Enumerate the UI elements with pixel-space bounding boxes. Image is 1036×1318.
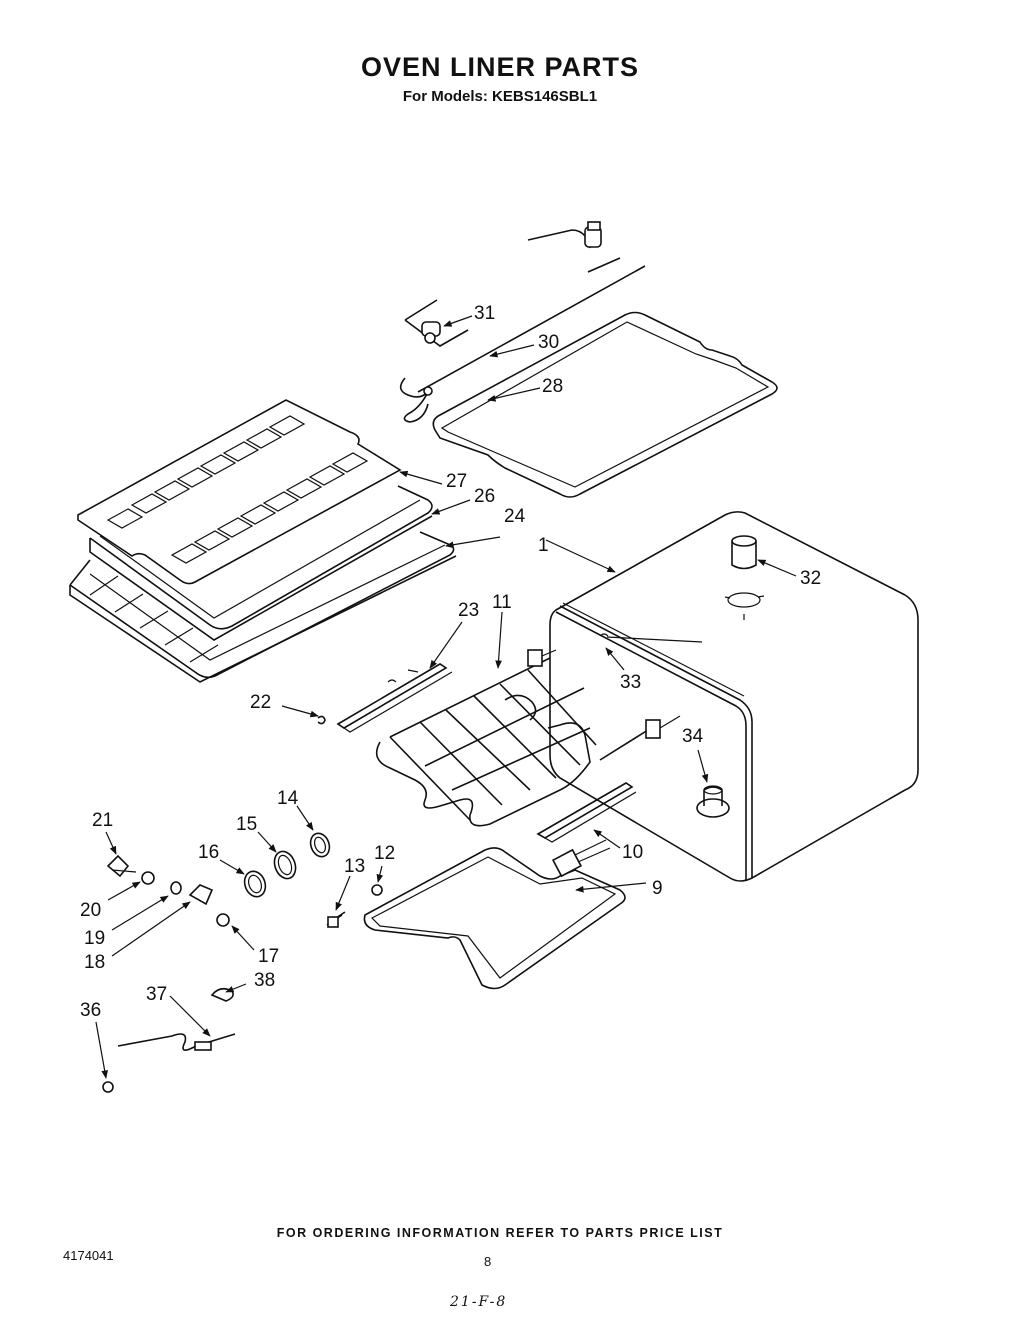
page-number: 8	[484, 1254, 492, 1269]
callout-36: 36	[80, 1000, 101, 1021]
terminal-block	[404, 299, 469, 347]
callout-12: 12	[374, 843, 395, 864]
callout-15: 15	[236, 814, 257, 835]
document-number: 4174041	[63, 1248, 114, 1263]
callout-labels: 1 9 10 11 12 13 14 15 16 17 18 19 20 21 …	[80, 303, 821, 1021]
callout-31: 31	[474, 303, 495, 324]
callout-24: 24	[504, 506, 526, 527]
callout-22: 22	[250, 692, 271, 713]
bake-element	[432, 311, 778, 498]
callout-16: 16	[198, 842, 219, 863]
callout-18: 18	[84, 952, 105, 973]
callout-10: 10	[622, 842, 643, 863]
callout-28: 28	[542, 376, 563, 397]
handwritten-note: 21-F-8	[450, 1294, 508, 1310]
callout-34: 34	[682, 726, 704, 747]
callout-21: 21	[92, 810, 113, 831]
callout-11: 11	[492, 592, 512, 613]
page-title: OVEN LINER PARTS	[360, 52, 640, 82]
callout-27: 27	[446, 471, 467, 492]
callout-26: 26	[474, 486, 495, 507]
callout-leaders	[95, 315, 797, 1079]
oven-liner-box	[549, 511, 919, 882]
small-parts	[102, 715, 383, 1093]
callout-9: 9	[652, 878, 663, 899]
callout-37: 37	[146, 984, 167, 1005]
broil-element	[375, 649, 681, 827]
callout-14: 14	[277, 788, 299, 809]
ordering-note: FOR ORDERING INFORMATION REFER TO PARTS …	[276, 1226, 724, 1240]
callout-19: 19	[84, 928, 105, 949]
rack-support	[336, 663, 448, 729]
callout-13: 13	[344, 856, 365, 877]
oven-racks	[69, 399, 457, 683]
callout-33: 33	[620, 672, 641, 693]
model-subtitle: For Models: KEBS146SBL1	[402, 88, 598, 105]
callout-30: 30	[538, 332, 559, 353]
callout-23: 23	[458, 600, 479, 621]
callout-1: 1	[538, 535, 549, 556]
element-shield	[536, 782, 634, 839]
lower-bake-element	[363, 847, 626, 990]
callout-38: 38	[254, 970, 275, 991]
callout-17: 17	[258, 946, 279, 967]
callout-20: 20	[80, 900, 101, 921]
callout-32: 32	[800, 568, 821, 589]
broil-element-terminal	[399, 221, 646, 423]
